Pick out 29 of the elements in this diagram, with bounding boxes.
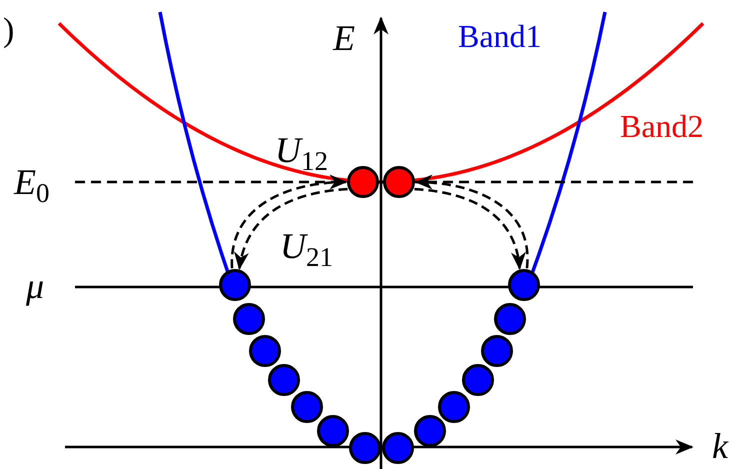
axis-label: k	[712, 428, 728, 464]
particle	[438, 391, 470, 423]
curve-label: Band2	[620, 110, 704, 142]
level-label: μ	[26, 268, 44, 304]
excited-particle	[347, 166, 379, 198]
dashed-arrow	[230, 175, 348, 268]
dashed-arrow	[235, 188, 348, 270]
particle	[414, 415, 446, 447]
particle	[462, 364, 494, 396]
dashed-arrow	[414, 175, 529, 268]
particle	[249, 335, 281, 367]
particle	[268, 364, 300, 396]
particle	[382, 432, 414, 464]
particle	[508, 269, 540, 301]
particle	[233, 303, 265, 335]
particle	[219, 269, 251, 301]
particle	[317, 415, 349, 447]
particle	[494, 303, 526, 335]
particle	[349, 432, 381, 464]
excited-particle	[383, 166, 415, 198]
panel-label: )	[3, 14, 14, 48]
particle	[481, 335, 513, 367]
dashed-arrow	[414, 188, 525, 270]
particle	[291, 391, 323, 423]
curve-label: Band1	[458, 20, 542, 52]
transition-label: U$_{12}$	[275, 132, 328, 176]
transition-label: U$_{21}$	[280, 228, 333, 272]
axis-label: E	[333, 20, 355, 56]
energy-level-label: E$_{0}$	[14, 164, 50, 208]
